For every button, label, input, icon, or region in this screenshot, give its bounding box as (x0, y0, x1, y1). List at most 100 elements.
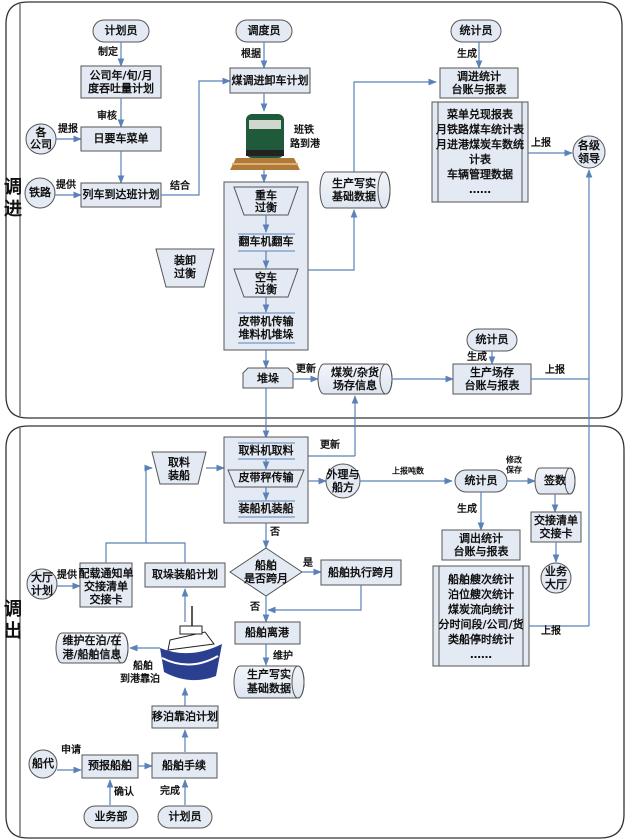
node-handover: 交接清单 交接卡 (530, 511, 582, 543)
node-business-hall: 业务 大厅 (540, 562, 572, 594)
svg-text:基础数据: 基础数据 (246, 681, 291, 695)
edge-label-generate-top: 生成 (457, 47, 477, 60)
node-out-ledger: 调出统计 台账与报表 (441, 529, 521, 561)
svg-text:煤炭/杂货: 煤炭/杂货 (331, 365, 379, 379)
svg-text:取料: 取料 (168, 455, 190, 469)
svg-text:大厅: 大厅 (31, 570, 53, 584)
node-reclaim-plan: 取垛装船计划 (144, 562, 226, 588)
node-formalities: 船舶手续 (151, 752, 218, 779)
svg-text:……: …… (469, 183, 491, 196)
edge-label-modify: 修改 (505, 455, 523, 465)
edge-label-review: 审核 (97, 109, 117, 122)
svg-text:装船机装船: 装船机装船 (238, 501, 294, 515)
node-daily-menu: 日要车菜单 (80, 126, 162, 152)
node-pre-report: 预报船舶 (81, 754, 139, 779)
section-label-top-1: 调 (4, 177, 22, 198)
svg-text:移泊靠泊计划: 移泊靠泊计划 (152, 709, 218, 723)
edge-label-report-yard: 上报 (545, 363, 565, 376)
svg-text:调度员: 调度员 (248, 23, 281, 37)
svg-text:台账与报表: 台账与报表 (454, 544, 510, 558)
svg-text:统计员: 统计员 (476, 332, 509, 346)
svg-text:交接清单: 交接清单 (534, 513, 578, 527)
node-stowage: 配载通知单 交接清单 交接卡 (79, 562, 134, 608)
svg-text:皮带机传输: 皮带机传输 (238, 314, 295, 328)
svg-text:堆料机堆垛: 堆料机堆垛 (239, 327, 295, 341)
node-in-reports: 菜单兑现报表 月铁路煤车统计表 月进港煤炭车数统 计表 车辆管理数据 …… (431, 101, 529, 203)
svg-text:堆垛: 堆垛 (257, 371, 280, 385)
edge-label-report-bottom: 上报 (541, 624, 561, 637)
svg-text:统计员: 统计员 (465, 473, 498, 487)
svg-text:……: …… (470, 648, 492, 661)
svg-text:装船: 装船 (167, 468, 190, 482)
section-label-bottom-2: 出 (4, 620, 22, 642)
svg-text:重车: 重车 (255, 188, 277, 202)
svg-text:取料机取料: 取料机取料 (239, 443, 294, 457)
svg-text:煤调进卸车计划: 煤调进卸车计划 (232, 73, 309, 87)
svg-text:业务: 业务 (545, 564, 568, 578)
edge-label-provide-bottom: 提供 (57, 568, 77, 581)
edge-label-combine: 结合 (170, 179, 191, 192)
node-production-data: 生产写实 基础数据 (319, 171, 391, 209)
node-annual-plan: 公司年/旬/月 度吞吐量计划 (80, 65, 162, 99)
node-dispatcher: 调度员 (235, 19, 293, 43)
svg-text:统计员: 统计员 (460, 23, 493, 37)
node-planner: 计划员 (92, 19, 150, 43)
svg-text:业务部: 业务部 (95, 809, 128, 823)
node-loading-process: 取料机取料 皮带秤传输 装船机装船 (223, 436, 309, 524)
node-berth-plan: 移泊靠泊计划 (151, 705, 219, 729)
svg-text:度吞吐量计划: 度吞吐量计划 (88, 81, 154, 95)
svg-text:交接清单: 交接清单 (84, 579, 128, 593)
svg-text:各: 各 (35, 125, 48, 139)
node-agent: 船代 (28, 749, 58, 779)
node-departure: 船舶离港 (234, 621, 301, 645)
node-unload-plan: 煤调进卸车计划 (229, 67, 311, 94)
svg-text:大厅: 大厅 (545, 577, 567, 591)
svg-text:是否跨月: 是否跨月 (243, 571, 288, 585)
svg-text:取垛装船计划: 取垛装船计划 (152, 567, 218, 581)
section-bottom-frame: 调 出 (4, 425, 625, 839)
edge-label-complete: 完成 (160, 784, 180, 797)
section-label-top-2: 进 (4, 199, 22, 220)
node-berth-info: 维护在泊/在 港/船舶信息 (55, 632, 129, 664)
svg-text:外理与: 外理与 (326, 467, 360, 481)
svg-text:泊位艘次统计: 泊位艘次统计 (448, 587, 514, 601)
ship-label-2: 到港靠泊 (120, 672, 160, 685)
svg-text:计划员: 计划员 (169, 809, 202, 823)
edge-label-update-bottom: 更新 (320, 438, 340, 451)
svg-text:船舶离港: 船舶离港 (245, 625, 290, 639)
svg-text:列车到达班计划: 列车到达班计划 (83, 187, 160, 201)
edge-label-submit: 提报 (58, 122, 78, 135)
svg-text:交接卡: 交接卡 (90, 592, 123, 606)
svg-text:调进统计: 调进统计 (457, 69, 501, 83)
svg-text:船舶执行跨月: 船舶执行跨月 (328, 565, 394, 579)
node-production-data-bottom: 生产写实 基础数据 (233, 665, 305, 699)
node-planner-bottom: 计划员 (157, 805, 213, 829)
svg-text:交接卡: 交接卡 (540, 526, 573, 540)
section-top-frame: 调 进 (4, 1, 623, 419)
svg-text:过衡: 过衡 (255, 282, 277, 296)
edge-label-report-top: 上报 (531, 136, 551, 149)
svg-text:港/船舶信息: 港/船舶信息 (62, 647, 121, 661)
edge-label-no-2: 否 (249, 601, 260, 613)
svg-text:铁路: 铁路 (29, 185, 52, 199)
svg-text:计划员: 计划员 (105, 23, 138, 37)
node-decision-cross-month: 船舶 是否跨月 (229, 547, 303, 597)
svg-text:计划: 计划 (31, 583, 53, 597)
svg-text:空车: 空车 (255, 270, 277, 284)
node-load-weigh: 装卸 过衡 (155, 248, 215, 288)
edge-label-no-1: 否 (269, 526, 280, 538)
node-reclaim-load: 取料 装船 (151, 451, 207, 485)
edge-label-update-top: 更新 (296, 362, 316, 375)
svg-text:翻车机翻车: 翻车机翻车 (239, 234, 294, 248)
svg-text:船代: 船代 (32, 756, 54, 770)
edge-label-yes: 是 (302, 557, 313, 569)
node-in-ledger: 调进统计 台账与报表 (439, 67, 519, 99)
edge-label-save: 保存 (505, 465, 522, 475)
edge-label-generate-bottom: 生成 (457, 502, 477, 515)
ship-label-1: 船舶 (133, 659, 153, 672)
svg-text:基础数据: 基础数据 (331, 189, 376, 203)
svg-text:菜单兑现报表: 菜单兑现报表 (446, 107, 514, 121)
svg-text:台账与报表: 台账与报表 (465, 378, 521, 392)
svg-text:装卸: 装卸 (173, 253, 196, 267)
